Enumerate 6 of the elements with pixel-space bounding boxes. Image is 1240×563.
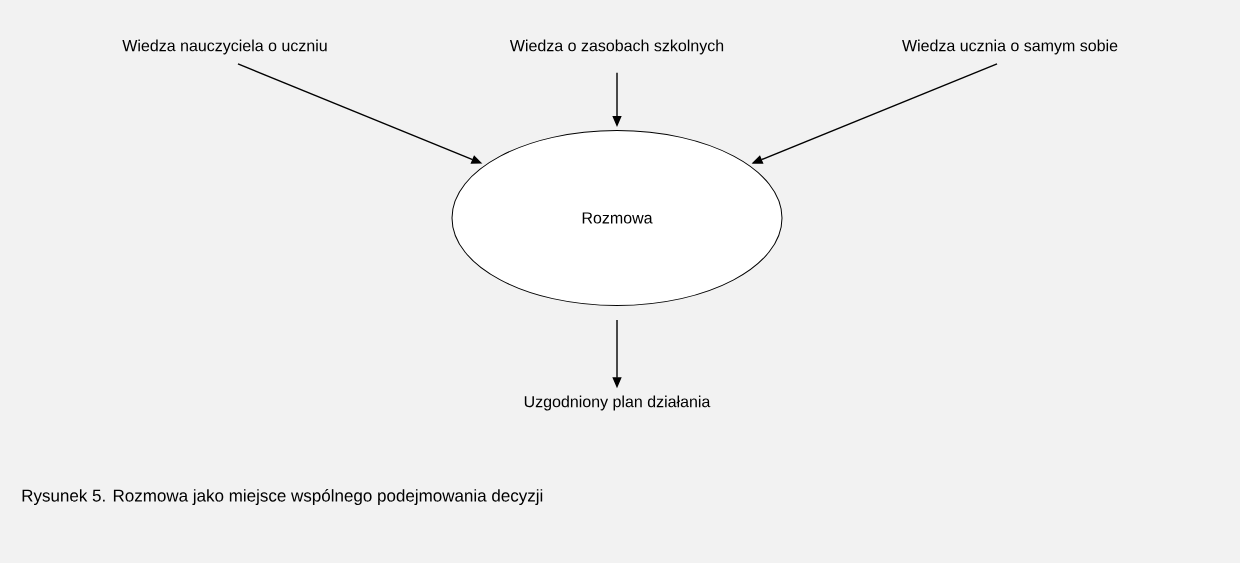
node-label: Wiedza nauczyciela o uczniu — [122, 39, 327, 55]
node-label: Uzgodniony plan działania — [524, 395, 711, 411]
ellipse-node: Rozmowa — [451, 130, 783, 306]
node-label: Wiedza ucznia o samym sobie — [902, 39, 1118, 55]
node-label: Wiedza o zasobach szkolnych — [509, 39, 724, 55]
caption: Rysunek 5. Rozmowa jako miejsce wspólnego podejmowania decyzji — [22, 489, 543, 505]
